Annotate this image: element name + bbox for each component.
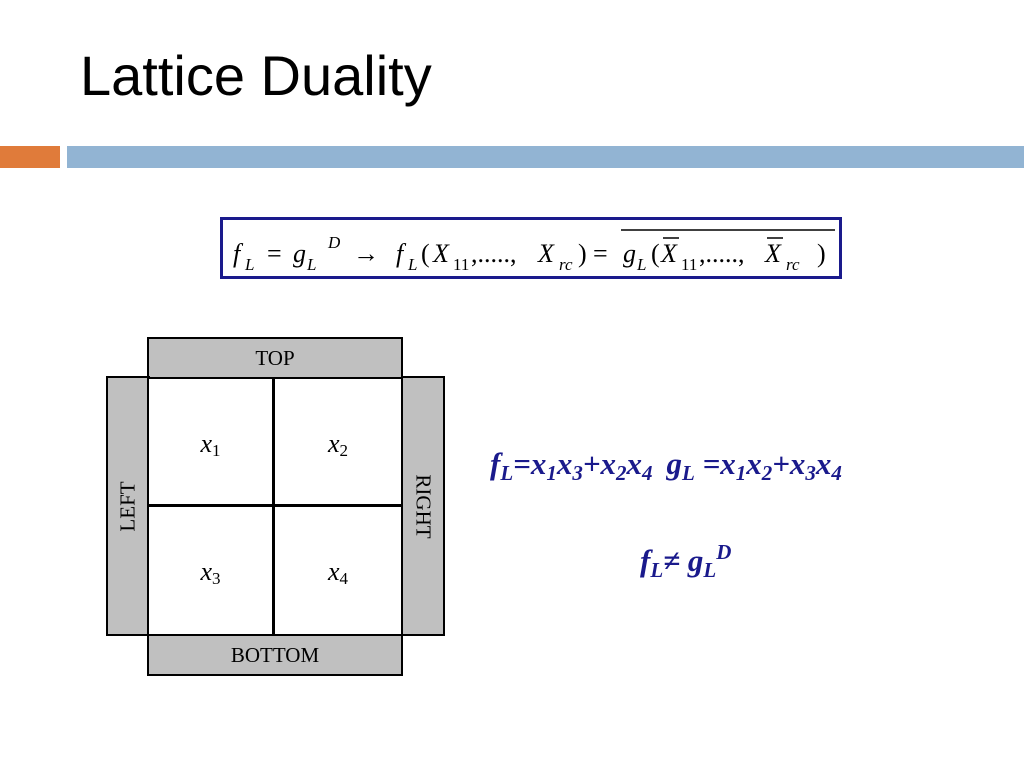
cell-subscript: 4 [339,569,349,588]
accent-bar-blue [67,146,1024,168]
svg-text:g: g [623,239,636,268]
cell-subscript: 3 [212,569,221,588]
svg-text:=: = [593,239,608,268]
svg-text:11: 11 [453,255,469,274]
svg-text:rc: rc [786,255,800,274]
cell-subscript: 1 [212,441,221,460]
svg-text:→: → [353,239,379,268]
svg-text:D: D [327,233,341,252]
cell-variable: x [200,429,213,458]
top-label: TOP [255,345,295,370]
lattice-grid: x1 x2 x3 x4 [147,377,403,636]
slide-title: Lattice Duality [80,44,432,107]
svg-text:X: X [764,239,782,268]
cell-variable: x [327,557,340,586]
duality-formula-box: f L = g L D → f L ( X 11 ,....., X rc ) … [220,217,842,279]
svg-text:X: X [537,239,555,268]
svg-text:L: L [407,255,417,274]
svg-text:L: L [244,255,254,274]
svg-text:g: g [293,239,306,268]
cell-variable: x [327,429,340,458]
lattice-cell: x2 [275,379,401,507]
left-label: LEFT [115,480,140,532]
svg-text:): ) [578,239,587,268]
svg-text:f: f [233,239,244,268]
svg-text:L: L [306,255,316,274]
svg-text:(: ( [421,239,430,268]
left-boundary: LEFT [106,376,150,636]
svg-text:=: = [267,239,282,268]
cell-variable: x [200,557,213,586]
svg-text:f: f [396,239,407,268]
svg-text:): ) [817,239,826,268]
accent-bar-orange [0,146,60,168]
top-boundary: TOP [147,337,403,379]
svg-text:rc: rc [559,255,573,274]
svg-text:X: X [660,239,678,268]
svg-text:11: 11 [681,255,697,274]
bottom-boundary: BOTTOM [147,634,403,676]
svg-text:L: L [636,255,646,274]
lattice-cell: x1 [149,379,275,507]
bottom-label: BOTTOM [230,642,320,667]
svg-text:,.....,: ,....., [699,239,745,268]
svg-text:X: X [432,239,450,268]
lattice-cell: x3 [149,507,275,635]
svg-text:,.....,: ,....., [471,239,517,268]
svg-text:(: ( [651,239,660,268]
cell-subscript: 2 [339,441,349,460]
lattice-cell: x4 [275,507,401,635]
not-self-dual-equation: fL≠ gLD [640,540,732,582]
right-label: RIGHT [411,473,436,539]
right-boundary: RIGHT [401,376,445,636]
duality-formula: f L = g L D → f L ( X 11 ,....., X rc ) … [233,229,835,274]
